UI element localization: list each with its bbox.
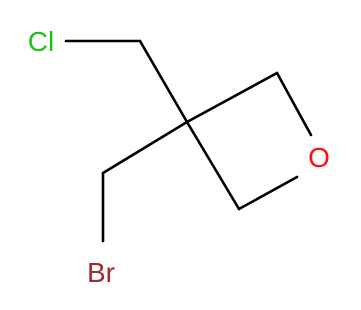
bond-ring-lower-c3 (185, 120, 241, 211)
bromine-atom-label: Br (87, 257, 115, 288)
oxygen-atom-label: O (308, 142, 330, 173)
bond-ring-upper-o (275, 71, 313, 137)
bond-o-ring-lower (237, 175, 299, 211)
bond-c3-ring-upper (185, 71, 279, 124)
bond-c3-ch2br (101, 120, 189, 175)
bond-ch2-c3 (138, 39, 189, 124)
bonds (64, 39, 313, 243)
chlorine-atom-label: Cl (28, 26, 54, 57)
